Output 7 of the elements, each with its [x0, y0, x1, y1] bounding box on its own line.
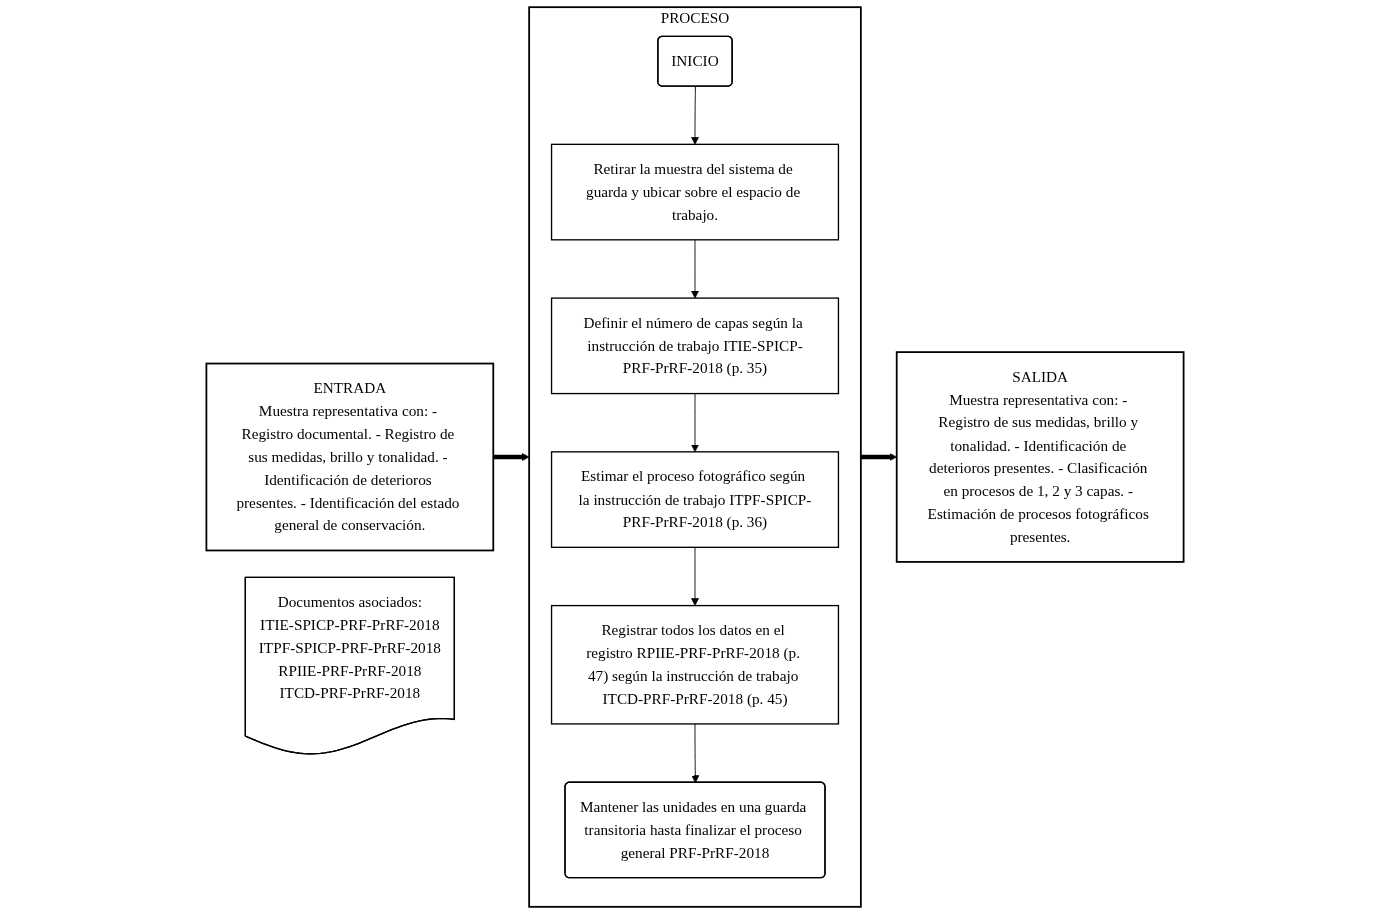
node-box: SALIDA Muestra representativa con: - Registro de sus medidas, brillo y tonalidad. - Identificación de deterioros presentes. - Clasificación en procesos de 1, 2 y 3 capas. - Estimación de procesos fotográficos presentes. [895, 351, 1185, 563]
node-box: Estimar el proceso fotográfico según la instrucción de trabajo ITPF-SPICP-PRF-PrRF-2018 (p. 36) [550, 451, 840, 548]
node-box: ENTRADA Muestra representativa con: - Registro documental. - Registro de sus medidas, brillo y tonalidad. - Identificación de deterioros presentes. - Identificación del estado general de conservación. [205, 362, 495, 552]
node-box: Registrar todos los datos en el registro RPIIE-PRF-PrRF-2018 (p. 47) según la instrucción de trabajo ITCD-PRF-PrRF-2018 (p. 45) [550, 604, 840, 725]
node-box: Definir el número de capas según la instrucción de trabajo ITIE-SPICP-PRF-PrRF-2018 (p. 35) [550, 297, 840, 395]
node-box: Retirar la muestra del sistema de guarda y ubicar sobre el espacio de trabajo. [550, 143, 840, 241]
arrow [493, 453, 530, 461]
